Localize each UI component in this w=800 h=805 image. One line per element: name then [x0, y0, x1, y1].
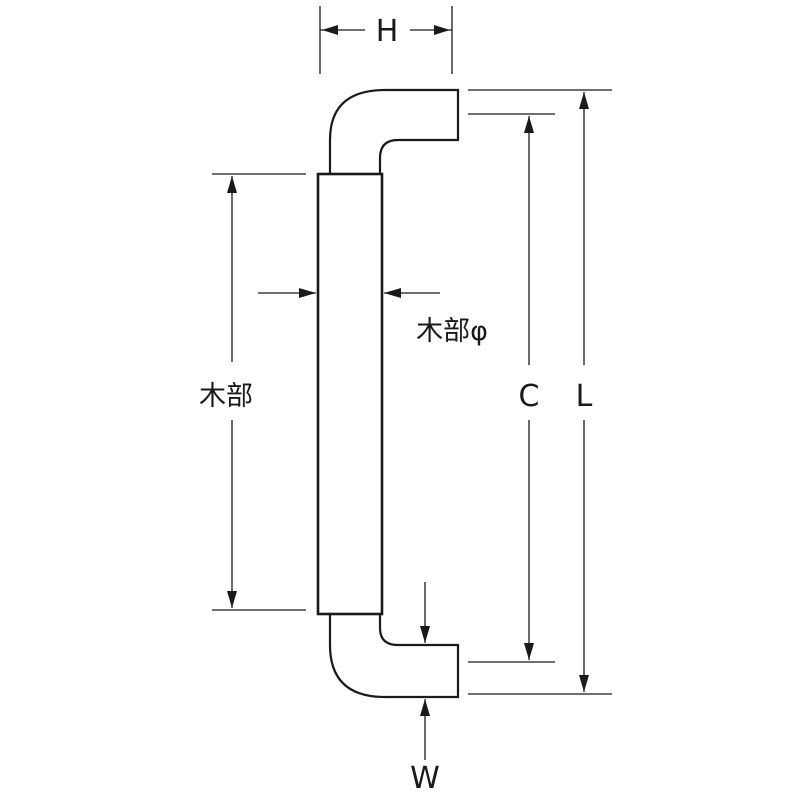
handle-bottom-bend [328, 614, 460, 699]
dimension-label-l: L [576, 379, 593, 414]
l-arrow-up [579, 92, 589, 109]
wood-length-arrow-up [227, 176, 237, 193]
wood-grip [316, 172, 384, 616]
dimension-l: L [468, 89, 612, 695]
dimension-c: C [468, 113, 555, 663]
c-arrow-up [524, 116, 534, 133]
c-arrow-down [524, 643, 534, 660]
dimension-wood-diameter: 木部φ [258, 288, 488, 347]
handle-top-bend [328, 88, 460, 174]
dimension-label-w: W [410, 761, 440, 796]
wood-length-arrow-down [227, 591, 237, 608]
h-arrow-left [322, 25, 338, 35]
dimension-label-h: H [376, 14, 399, 49]
dimension-wood-length: 木部 [199, 173, 306, 611]
w-arrow-down [420, 626, 430, 643]
dimension-w: W [410, 582, 440, 796]
h-arrow-right [434, 25, 450, 35]
dimension-h: H [319, 6, 453, 74]
handle-outline [316, 88, 460, 699]
w-arrow-up [420, 699, 430, 716]
l-arrow-down [579, 675, 589, 692]
wood-diameter-arrow-right [384, 288, 401, 298]
dimension-label-c: C [519, 379, 540, 414]
wood-diameter-arrow-left [299, 288, 316, 298]
dimension-label-wood-diameter: 木部φ [416, 316, 488, 347]
dimension-label-wood-length: 木部 [199, 381, 253, 412]
